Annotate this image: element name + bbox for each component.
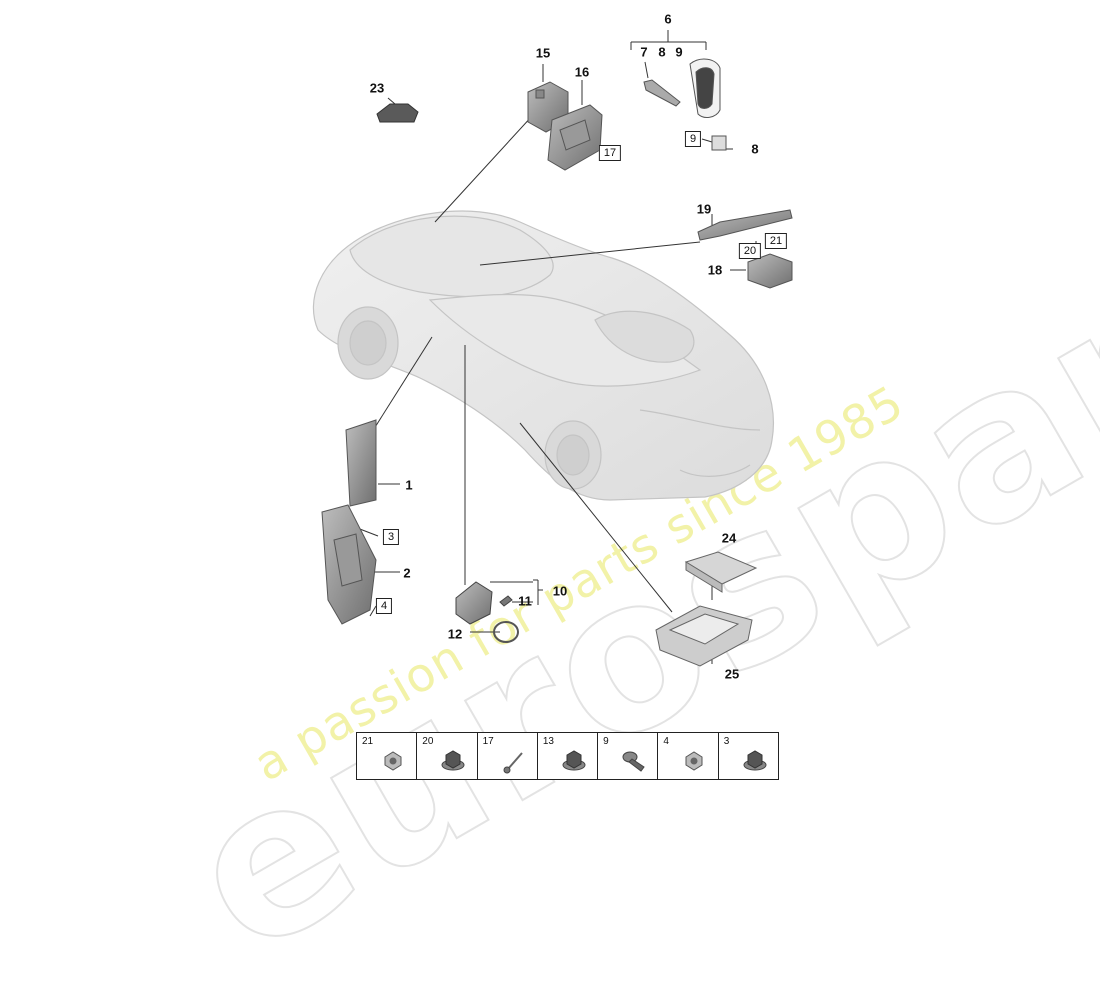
part-1-module-shape (345, 419, 377, 507)
legend-cell: 3 (719, 733, 778, 779)
part-12-seal-ring-shape (493, 621, 519, 643)
callout-9-top: 9 (675, 44, 683, 60)
legend-number: 21 (362, 736, 374, 747)
flange-nut-icon (562, 750, 586, 771)
part-8-battery-shape (711, 135, 727, 151)
legend-number: 3 (723, 736, 730, 747)
legend-cell: 13 (538, 733, 599, 779)
legend-number: 17 (482, 736, 494, 747)
part-23-cover-shape (376, 103, 419, 123)
diagram-artwork (312, 30, 793, 667)
leader-lines (351, 30, 757, 664)
part-16-bracket-shape (547, 104, 603, 171)
callout-10: 10 (552, 583, 568, 599)
part-18-module-shape (747, 253, 793, 289)
flange-nut-icon (441, 750, 465, 771)
legend-number: 4 (663, 736, 669, 747)
callout-17: 17 (598, 145, 622, 161)
parts-diagram: eurospares a passion for parts since 198… (149, 11, 1100, 1002)
callout-25: 25 (724, 666, 740, 682)
callout-8-top: 8 (658, 44, 666, 60)
part-10-sensor-shape (455, 581, 493, 625)
callout-18: 18 (707, 262, 723, 278)
legend-number: 13 (542, 736, 554, 747)
callout-2: 2 (403, 565, 411, 581)
callout-23: 23 (369, 80, 385, 96)
callout-21: 21 (764, 233, 788, 249)
callout-11: 11 (518, 593, 532, 609)
hex-nut-icon (384, 751, 402, 771)
callout-3: 3 (382, 529, 400, 545)
legend-number: 9 (603, 736, 609, 747)
legend-cell: 4 (658, 733, 719, 779)
part-25-holder-shape (655, 605, 753, 667)
callout-6: 6 (664, 11, 672, 27)
screw-icon (503, 752, 523, 774)
hex-nut-icon (685, 751, 703, 771)
callout-20: 20 (738, 243, 762, 259)
expanding-rivet-icon (622, 751, 645, 772)
flange-nut-icon (743, 750, 767, 771)
callout-19: 19 (696, 201, 712, 217)
callout-4: 4 (375, 598, 393, 614)
callout-16: 16 (574, 64, 590, 80)
part-9-key-remote-shape (689, 58, 721, 118)
callout-15: 15 (535, 45, 551, 61)
part-19-antenna-shape (697, 209, 793, 241)
part-11-screw-shape (499, 595, 513, 607)
legend-number: 20 (422, 736, 434, 747)
legend-cell: 9 (598, 733, 659, 779)
part-2-bracket-shape (321, 504, 377, 625)
legend-cell: 17 (478, 733, 538, 779)
callout-8: 8 (751, 141, 759, 157)
part-24-control-unit-shape (684, 551, 758, 593)
callout-1: 1 (405, 477, 413, 493)
part-7-key-blade-shape (643, 79, 681, 107)
callout-7: 7 (640, 44, 648, 60)
callout-9: 9 (684, 131, 702, 147)
small-parts-legend: 21 20 17 13 9 4 3 (356, 732, 779, 780)
car-outline (312, 210, 775, 501)
callout-12: 12 (447, 626, 463, 642)
legend-cell: 21 (357, 733, 418, 779)
legend-cell: 20 (417, 733, 478, 779)
callout-24: 24 (721, 530, 737, 546)
